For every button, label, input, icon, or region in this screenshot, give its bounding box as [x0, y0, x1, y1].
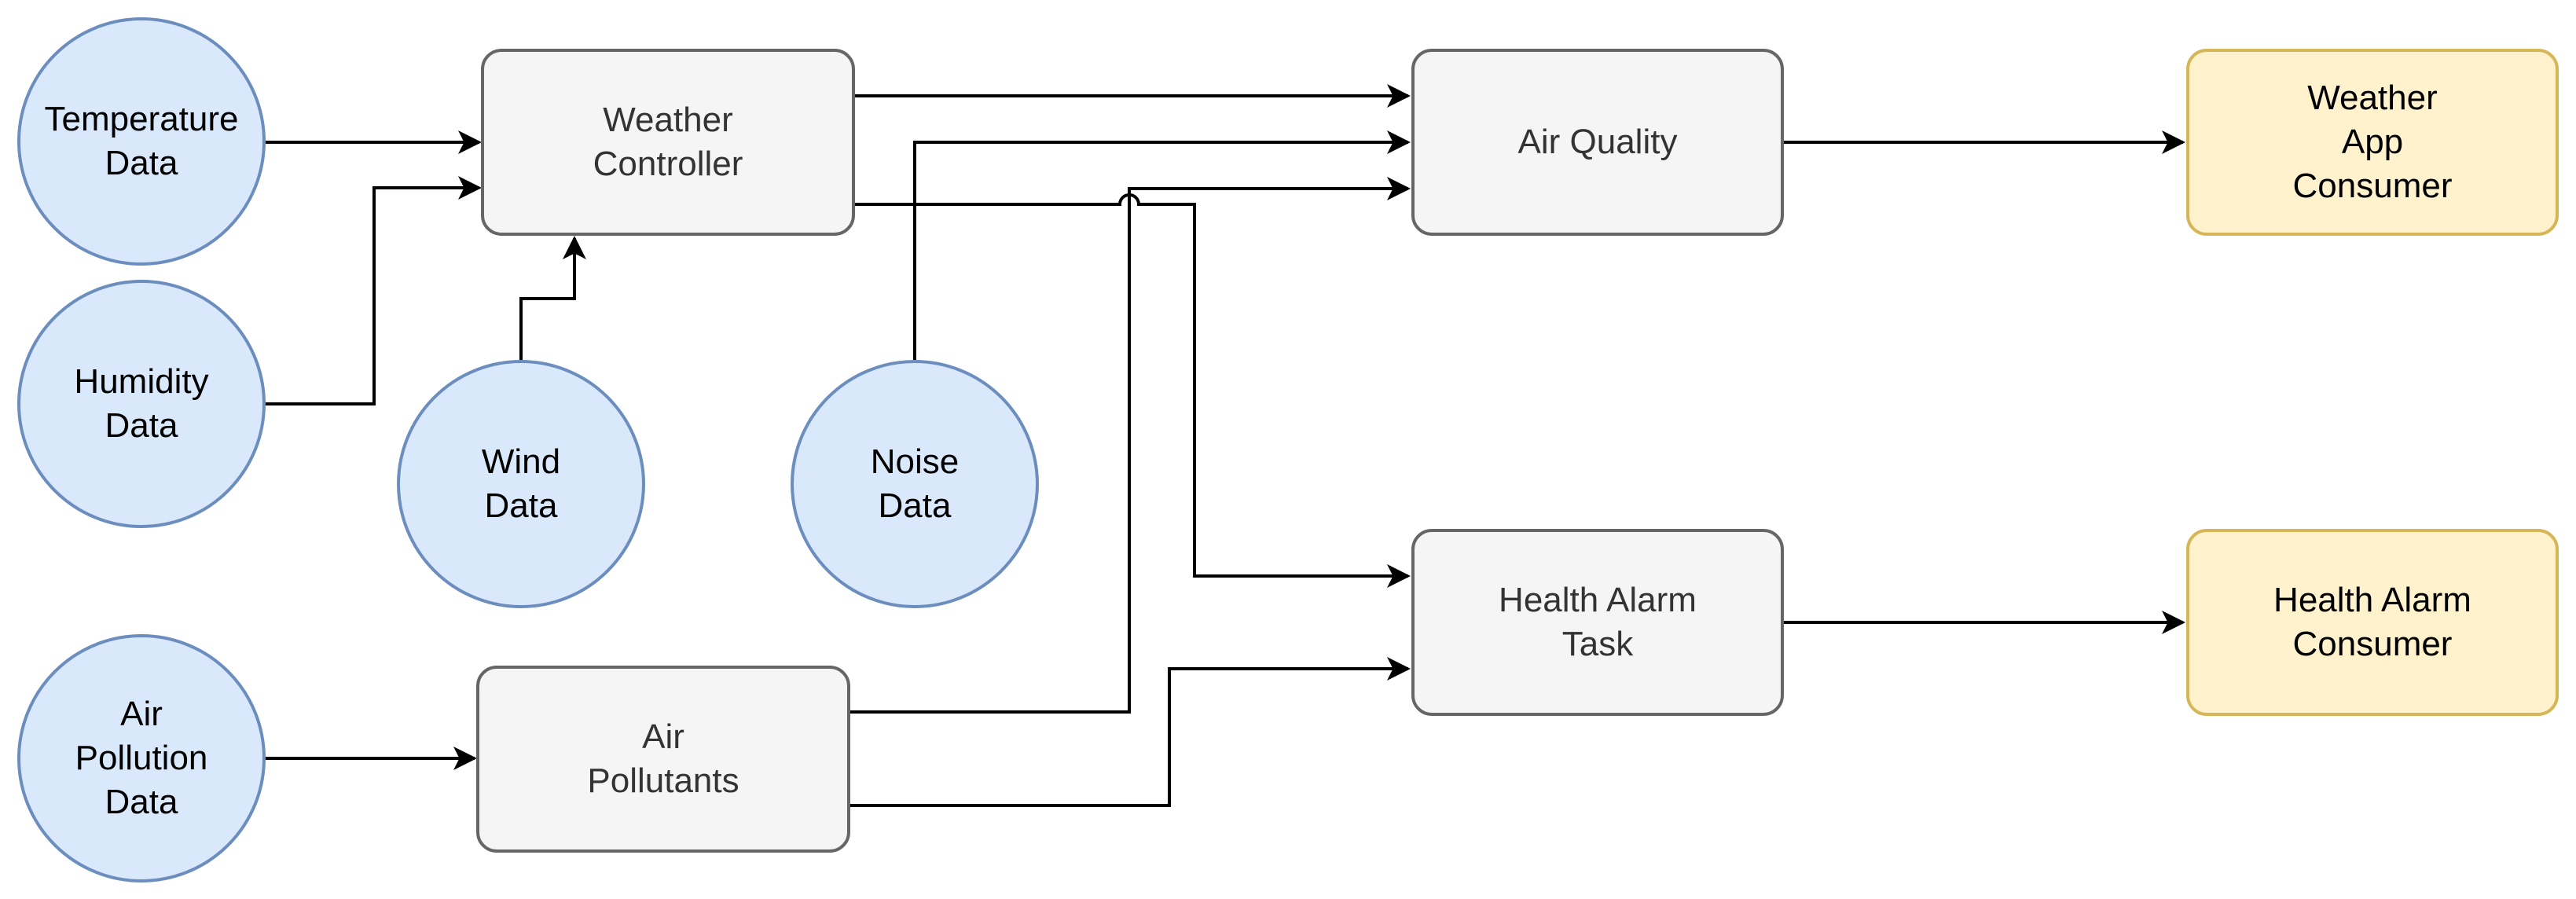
air-pollution-data-label: Air Pollution Data — [75, 695, 208, 821]
temperature-data-label: Temperature Data — [44, 100, 239, 182]
edge-air-pollutants-to-health-alarm-task — [850, 657, 1411, 807]
air-quality-label: Air Quality — [1517, 123, 1678, 161]
weather-app-consumer-node[interactable]: Weather App Consumer — [2186, 49, 2559, 236]
humidity-data-label: Humidity Data — [74, 362, 209, 445]
wind-data-node[interactable]: Wind Data — [397, 360, 645, 608]
weather-controller-label: Weather Controller — [593, 101, 743, 183]
temperature-data-node[interactable]: Temperature Data — [17, 17, 266, 266]
health-alarm-consumer-node[interactable]: Health Alarm Consumer — [2186, 529, 2559, 716]
air-pollutants-node[interactable]: Air Pollutants — [476, 666, 850, 853]
noise-data-node[interactable]: Noise Data — [791, 360, 1039, 608]
weather-app-consumer-label: Weather App Consumer — [2292, 79, 2453, 205]
air-quality-node[interactable]: Air Quality — [1411, 49, 1784, 236]
air-pollution-data-node[interactable]: Air Pollution Data — [17, 634, 266, 882]
weather-controller-node[interactable]: Weather Controller — [481, 49, 855, 236]
edge-noise-to-air-quality — [913, 130, 1411, 360]
health-alarm-task-label: Health Alarm Task — [1499, 581, 1697, 663]
air-pollutants-label: Air Pollutants — [587, 717, 739, 800]
edge-weather-controller-to-health-alarm-task — [855, 193, 1411, 588]
edge-air-pollutants-to-air-quality — [850, 177, 1411, 714]
humidity-data-node[interactable]: Humidity Data — [17, 280, 266, 528]
noise-data-label: Noise Data — [870, 442, 960, 525]
health-alarm-consumer-label: Health Alarm Consumer — [2273, 581, 2471, 663]
edge-humidity-to-weather-controller — [266, 176, 482, 405]
wind-data-label: Wind Data — [481, 442, 561, 525]
health-alarm-task-node[interactable]: Health Alarm Task — [1411, 529, 1784, 716]
edge-wind-to-weather-controller — [519, 236, 586, 360]
